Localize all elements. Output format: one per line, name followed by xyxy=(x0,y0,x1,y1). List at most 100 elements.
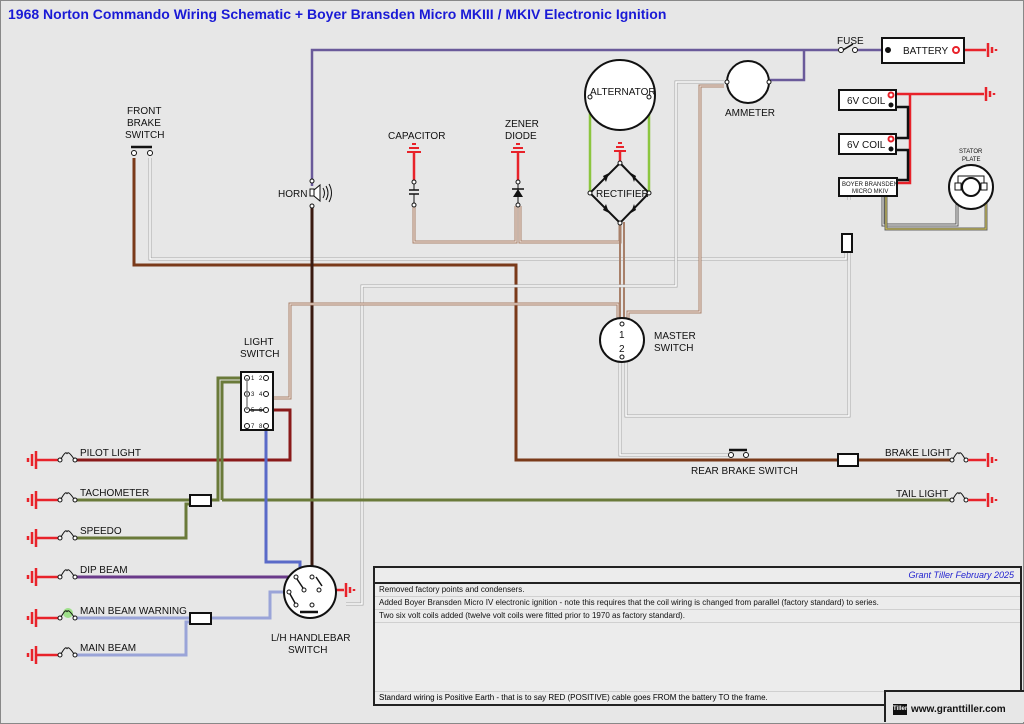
wire-pilot-light xyxy=(76,408,292,462)
svg-text:AMMETER: AMMETER xyxy=(725,108,775,119)
fuse: FUSE xyxy=(837,36,864,53)
wire-master-rearbrake xyxy=(618,356,730,457)
svg-text:MICRO MKIV: MICRO MKIV xyxy=(852,189,888,195)
page-title: 1968 Norton Commando Wiring Schematic + … xyxy=(8,6,667,22)
lamp-tachometer[interactable]: TACHOMETER xyxy=(26,488,149,509)
light-switch-pin xyxy=(263,391,269,397)
svg-text:SWITCH: SWITCH xyxy=(240,349,279,360)
svg-text:SWITCH: SWITCH xyxy=(654,343,693,354)
wire-coil-series xyxy=(896,105,910,182)
wire-coil-red xyxy=(896,92,984,185)
site-credit[interactable]: Tiller www.granttiller.com xyxy=(893,704,1006,715)
horn[interactable]: HORN xyxy=(278,178,332,209)
svg-text:RECTIFIER: RECTIFIER xyxy=(596,189,649,200)
light-switch-pin-label: 6 xyxy=(259,408,263,414)
light-switch-pin-label: 1 xyxy=(251,376,255,382)
lamp-label: MAIN BEAM WARNING xyxy=(80,606,187,617)
battery[interactable]: BATTERY xyxy=(881,37,965,64)
earth-icon xyxy=(986,491,998,509)
svg-text:BRAKE: BRAKE xyxy=(127,118,161,129)
lamp-tail-light[interactable]: TAIL LIGHT xyxy=(896,489,986,503)
ammeter[interactable]: AMMETER xyxy=(724,60,775,119)
lamp-label: DIP BEAM xyxy=(80,565,128,576)
svg-text:BATTERY: BATTERY xyxy=(903,46,949,57)
svg-text:PLATE: PLATE xyxy=(962,157,981,163)
site-url[interactable]: www.granttiller.com xyxy=(911,704,1006,716)
svg-text:SWITCH: SWITCH xyxy=(125,130,164,141)
note-line: Added Boyer Bransden Micro IV electronic… xyxy=(375,597,1020,610)
wire-blue-lightswitch xyxy=(264,428,302,585)
wire-rectifier-master xyxy=(619,222,625,322)
lamp-main-beam[interactable]: MAIN BEAM xyxy=(26,643,136,664)
wire-capacitor-zener xyxy=(412,206,622,244)
rectifier[interactable]: RECTIFIER xyxy=(587,142,652,226)
note-line: Two six volt coils added (twelve volt co… xyxy=(375,610,1020,623)
svg-text:SWITCH: SWITCH xyxy=(288,645,327,656)
wire-white-brake xyxy=(148,158,848,261)
wire-green-brown xyxy=(76,376,950,540)
rear-brake-switch[interactable]: REAR BRAKE SWITCH xyxy=(691,448,798,477)
svg-text:ALTERNATOR: ALTERNATOR xyxy=(590,87,656,98)
wire-brown-brake xyxy=(132,158,840,462)
svg-text:HORN: HORN xyxy=(278,189,307,200)
lh-handlebar-switch[interactable]: L/H HANDLEBAR SWITCH xyxy=(271,565,350,656)
capacitor[interactable]: CAPACITOR xyxy=(388,131,445,208)
zener-diode[interactable]: ZENER DIODE xyxy=(505,119,539,208)
lamp-label: SPEEDO xyxy=(80,526,122,537)
earth-icon xyxy=(984,85,996,103)
light-switch-pin-label: 8 xyxy=(259,424,263,430)
light-switch-pin xyxy=(263,375,269,381)
lamp-pilot-light[interactable]: PILOT LIGHT xyxy=(26,448,141,469)
svg-text:2: 2 xyxy=(619,344,625,355)
wire-purple-supply xyxy=(310,48,838,186)
coil-2[interactable]: 6V COIL xyxy=(838,133,897,155)
wire-master-lightswitch xyxy=(266,302,620,400)
notes-panel: Grant Tiller February 2025 Removed facto… xyxy=(373,566,1022,706)
svg-text:CAPACITOR: CAPACITOR xyxy=(388,131,445,142)
svg-text:FRONT: FRONT xyxy=(127,106,161,117)
earth-icon xyxy=(344,581,356,599)
light-switch-pin xyxy=(263,407,269,413)
svg-text:6V COIL: 6V COIL xyxy=(847,140,886,151)
lamp-brake-light[interactable]: BRAKE LIGHT xyxy=(885,448,986,463)
lamp-label: PILOT LIGHT xyxy=(80,448,141,459)
light-switch-pin xyxy=(244,423,250,429)
svg-text:STATOR: STATOR xyxy=(959,149,983,155)
light-switch-pin-label: 2 xyxy=(259,376,263,382)
coil-1[interactable]: 6V COIL xyxy=(838,89,897,111)
earth-icon xyxy=(986,41,998,59)
master-switch[interactable]: 1 2 MASTER SWITCH xyxy=(599,317,696,363)
light-switch-pin-label: 7 xyxy=(251,424,255,430)
svg-text:MASTER: MASTER xyxy=(654,331,696,342)
connector xyxy=(189,612,212,625)
svg-text:LIGHT: LIGHT xyxy=(244,337,273,348)
svg-text:BOYER BRANSDEN: BOYER BRANSDEN xyxy=(842,182,898,188)
svg-text:L/H HANDLEBAR: L/H HANDLEBAR xyxy=(271,633,350,644)
svg-text:FUSE: FUSE xyxy=(837,36,864,47)
svg-text:BRAKE LIGHT: BRAKE LIGHT xyxy=(885,448,951,459)
connector xyxy=(189,494,212,507)
notes-footer: Standard wiring is Positive Earth - that… xyxy=(375,691,884,704)
light-switch-pin-label: 4 xyxy=(259,392,263,398)
svg-text:DIODE: DIODE xyxy=(505,131,537,142)
earth-icon xyxy=(986,451,998,469)
lamp-main-beam-warning[interactable]: MAIN BEAM WARNING xyxy=(26,606,187,627)
lamp-label: MAIN BEAM xyxy=(80,643,136,654)
svg-text:TAIL LIGHT: TAIL LIGHT xyxy=(896,489,948,500)
front-brake-switch[interactable]: FRONT BRAKE SWITCH xyxy=(125,106,164,156)
lamp-dip-beam[interactable]: DIP BEAM xyxy=(26,565,128,586)
tiller-logo-icon: Tiller xyxy=(893,704,907,715)
notes-cutout xyxy=(884,690,1024,722)
note-line: Removed factory points and condensers. xyxy=(375,584,1020,597)
lamp-speedo[interactable]: SPEEDO xyxy=(26,526,122,547)
alternator[interactable]: ALTERNATOR xyxy=(584,59,656,131)
light-switch-pin-label: 3 xyxy=(251,392,255,398)
lamp-label: TACHOMETER xyxy=(80,488,149,499)
svg-text:1: 1 xyxy=(619,330,625,341)
notes-author: Grant Tiller February 2025 xyxy=(375,568,1020,584)
boyer-ignition-unit[interactable]: BOYER BRANSDEN MICRO MKIV xyxy=(838,177,898,197)
stator-plate[interactable]: STATOR PLATE xyxy=(948,149,994,210)
connector xyxy=(841,233,853,253)
